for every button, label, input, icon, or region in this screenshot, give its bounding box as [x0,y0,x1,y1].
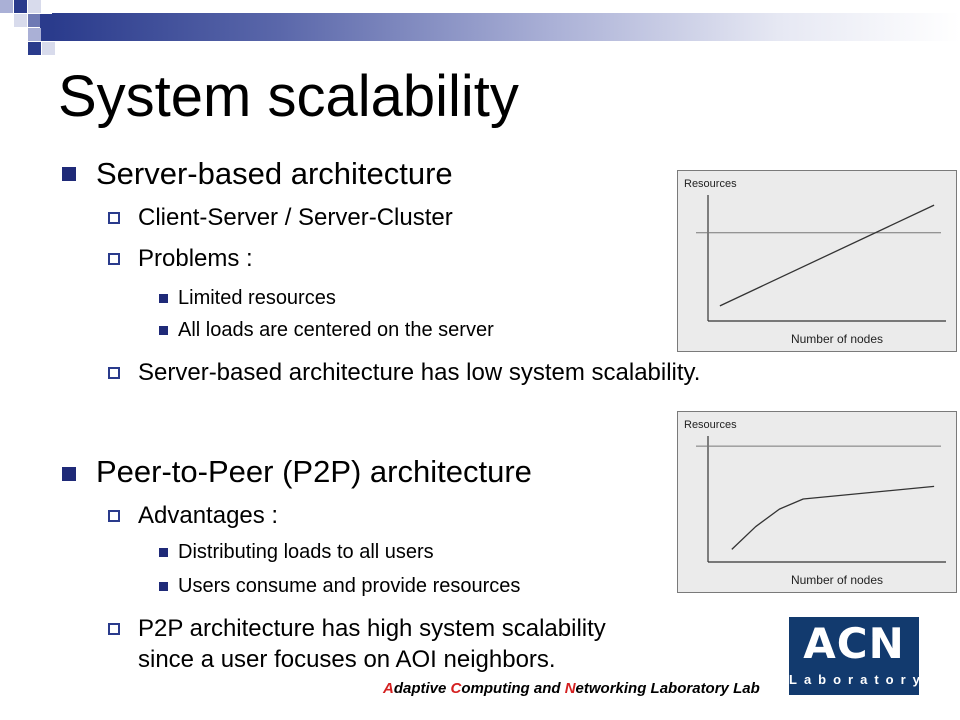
bullet-hollow [108,212,120,224]
decor-square [28,42,41,55]
header-decoration [0,0,960,60]
chart-series-line [719,204,935,307]
bullet-hollow [108,253,120,265]
list-item: Advantages : [138,502,279,529]
bullet-small [159,326,168,335]
chart-ylabel: Resources [684,419,737,431]
list-subitem: Users consume and provide resources [178,575,521,597]
chart-xlabel: Number of nodes [791,573,883,587]
bullet-small [159,548,168,557]
bullet-small [159,294,168,303]
decor-square [14,0,27,13]
footer-text: etworking Laboratory Lab [575,680,760,697]
chart-series-line [731,485,935,550]
section-heading: Peer-to-Peer (P2P) architecture [96,454,532,489]
bullet-small [159,582,168,591]
list-subitem: All loads are centered on the server [178,319,494,341]
bullet-hollow [108,367,120,379]
page-title: System scalability [58,64,519,129]
acn-logo: ACN Laboratory [789,617,927,695]
decor-square [42,42,55,55]
bullet-square [62,167,76,181]
footer-letter: A [383,680,394,697]
footer-text: omputing and [461,680,565,697]
logo-text: ACN [803,619,905,668]
section-heading: Server-based architecture [96,156,453,191]
decor-square [28,0,41,13]
list-item: Server-based architecture has low system… [138,359,701,386]
decor-square [14,14,27,27]
footer-text: daptive [393,680,451,697]
logo-subtext: Laboratory [789,672,927,687]
footer-letter: N [564,680,576,697]
decor-square [0,0,13,13]
bullet-square [62,467,76,481]
chart-ylabel: Resources [684,178,737,190]
decor-square [28,28,41,41]
decor-square [40,14,53,41]
footer-lab-name: Adaptive Computing and Networking Labora… [383,680,760,697]
list-item-continuation: since a user focuses on AOI neighbors. [138,646,556,673]
list-item: Problems : [138,245,253,272]
decor-square [28,14,41,27]
list-item: P2P architecture has high system scalabi… [138,615,606,642]
list-subitem: Limited resources [178,287,336,309]
footer-letter: C [450,680,462,697]
chart-xlabel: Number of nodes [791,332,883,346]
bullet-hollow [108,510,120,522]
bullet-hollow [108,623,120,635]
list-subitem: Distributing loads to all users [178,541,434,563]
header-gradient-bar [52,13,960,41]
list-item: Client-Server / Server-Cluster [138,204,453,231]
